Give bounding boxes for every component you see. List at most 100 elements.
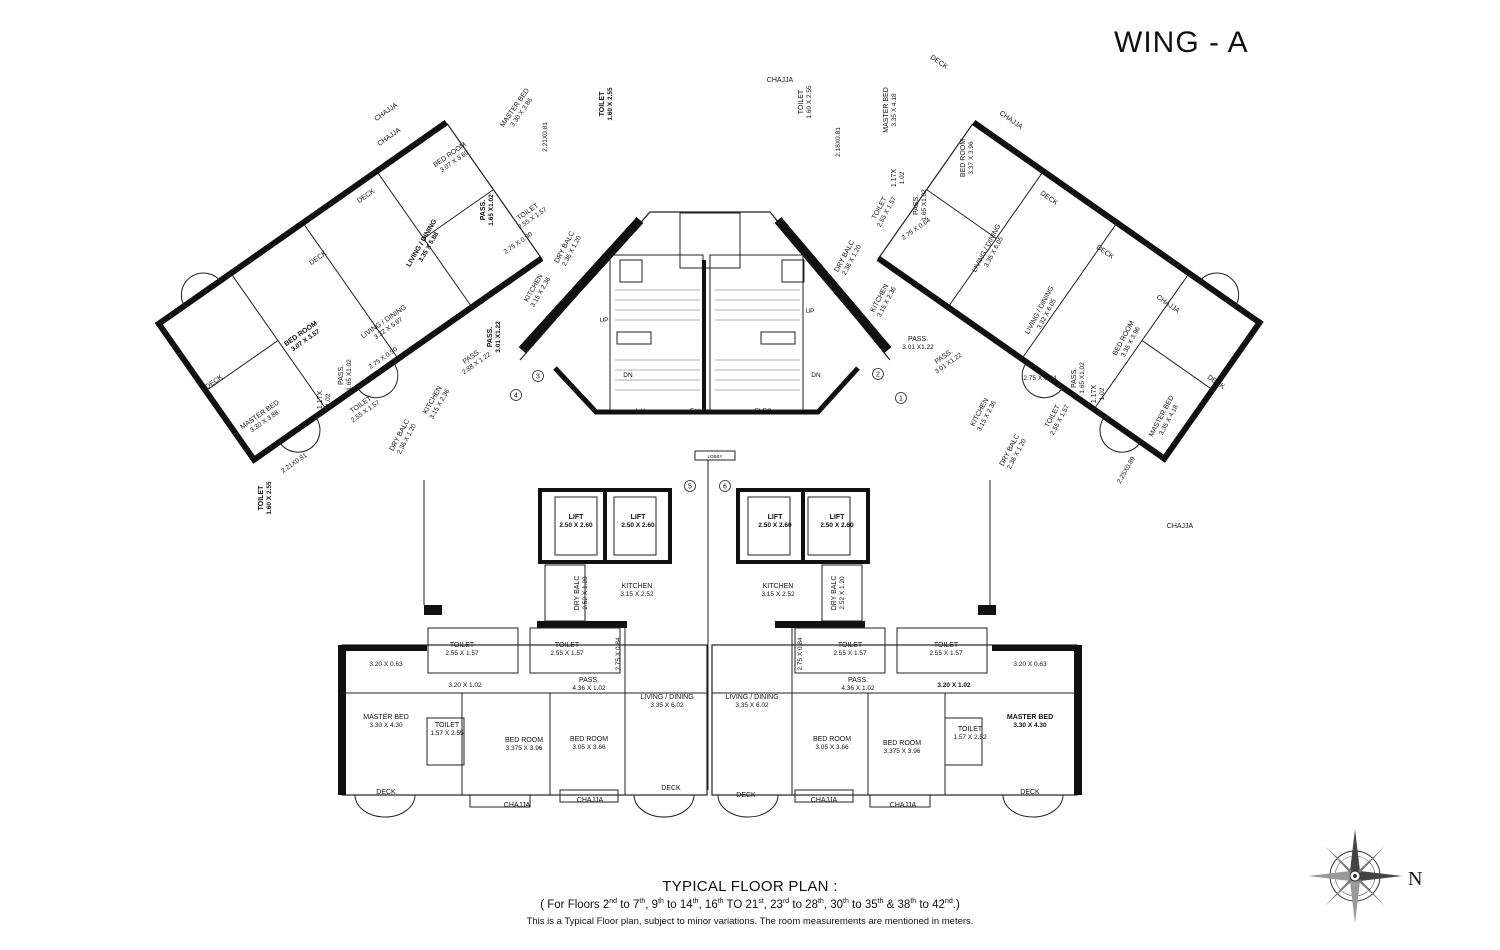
room-dimensions: 3.05 X 3.66	[572, 744, 606, 751]
room-dimensions: 1.65 X1.02	[1079, 362, 1086, 394]
room-label: CHAJJA	[767, 77, 794, 84]
section-marker-number: 6	[723, 484, 727, 491]
room-name: DECK	[929, 54, 949, 71]
room-name: LIFT	[631, 514, 646, 521]
section-marker-circle	[684, 480, 696, 492]
room-dimensions: 2.75 X 0.84	[615, 637, 622, 671]
room-label: CHAJJA	[811, 797, 838, 804]
compass-rose-icon	[1308, 829, 1402, 923]
room-name: CHAJJA	[376, 127, 402, 148]
room-dimensions: 1.65 X1.02	[346, 359, 353, 391]
floor-ordinal-suffix: nd	[944, 898, 953, 905]
fhc-label: F.H.C.	[690, 408, 708, 415]
room-name: CHAJJA	[811, 797, 838, 804]
room-label: 2.75 X 0.84	[615, 637, 622, 671]
room-name: TOILET	[798, 89, 805, 114]
floor-range-text: to 28	[789, 898, 818, 911]
room-dimensions: 2.75 X 0.64	[1023, 375, 1057, 382]
floor-range-text: TO 21	[723, 898, 759, 911]
room-name: TOILET	[555, 642, 580, 649]
room-name: TOILET	[435, 722, 460, 729]
unit-upper-left-outline	[154, 119, 544, 464]
room-dimensions: 3.375 X 3.96	[884, 748, 921, 755]
floor-range-text: ( For Floors 2	[540, 898, 610, 911]
section-marker-circle	[872, 368, 884, 380]
room-name: KITCHEN	[622, 583, 653, 590]
room-dimensions: 3.15 X 2.52	[761, 591, 795, 598]
room-label: CHAJJA	[1167, 523, 1194, 530]
room-label: CHAJJA	[890, 802, 917, 809]
stair-up-label-right: UP	[805, 308, 814, 315]
floor-range-text: to 14	[663, 898, 693, 911]
room-dimensions: 3.01 X1.22	[902, 344, 934, 351]
stair-down-label-left: DN	[623, 372, 633, 379]
room-name: MASTER BED	[363, 714, 409, 721]
room-dimensions: 1.65 X1.02	[488, 194, 495, 226]
room-name: BED ROOM	[570, 736, 608, 743]
room-name: 1.17X	[1091, 385, 1098, 404]
room-name: PASS.	[848, 677, 868, 684]
room-dimensions: 2.52 X 1.20	[582, 576, 589, 610]
floor-ordinal-suffix: th	[910, 898, 917, 905]
footer-title: TYPICAL FLOOR PLAN :	[662, 878, 838, 895]
core-labels: UP UP DN DN L.V. F.H.C. ELEC. LOBBY	[599, 308, 821, 459]
room-name: LIFT	[768, 514, 783, 521]
room-label: DECK	[1039, 190, 1059, 207]
floor-plan-walls	[154, 119, 1264, 818]
floor-range-text: to 42	[916, 898, 945, 911]
plan-footer: TYPICAL FLOOR PLAN : ( For Floors 2 nd to…	[350, 878, 1150, 927]
room-dimensions: 2.21X0.81	[542, 122, 549, 152]
room-dimensions: 2.55 X 1.57	[550, 650, 584, 657]
room-label: DECK	[929, 54, 949, 71]
footer-floor-list: ( For Floors 2nd to 7th, 9th to 14th, 16…	[350, 898, 1150, 911]
room-label: 3.20 X 0.63	[369, 661, 403, 668]
room-name: DRY BALC	[574, 576, 581, 611]
room-name: DECK	[1095, 244, 1115, 261]
room-name: DECK	[661, 785, 681, 792]
room-name: PASS.	[487, 327, 494, 348]
floor-ordinal-suffix: th	[817, 898, 824, 905]
floor-range-text: , 23	[763, 898, 783, 911]
floor-range-text: , 30	[823, 898, 843, 911]
room-label: PASS.1.65 X1.02	[338, 359, 353, 391]
room-name: CHAJJA	[1155, 294, 1181, 315]
section-marker-number: 3	[536, 374, 540, 381]
room-label: 2.75 X 0.90	[503, 231, 535, 256]
floor-ordinal-suffix: th	[692, 898, 699, 905]
room-name: MASTER BED	[883, 87, 890, 133]
room-label: DECK	[308, 250, 328, 267]
room-name: PASS.	[338, 365, 345, 385]
section-marker-number: 4	[514, 393, 518, 400]
room-label: CHAJJA	[577, 797, 604, 804]
room-dimensions: 3.35 X 4.18	[891, 93, 898, 127]
floor-ordinal-suffix: rd	[782, 898, 790, 905]
room-dimensions: 1.60 X 2.55	[806, 85, 813, 119]
